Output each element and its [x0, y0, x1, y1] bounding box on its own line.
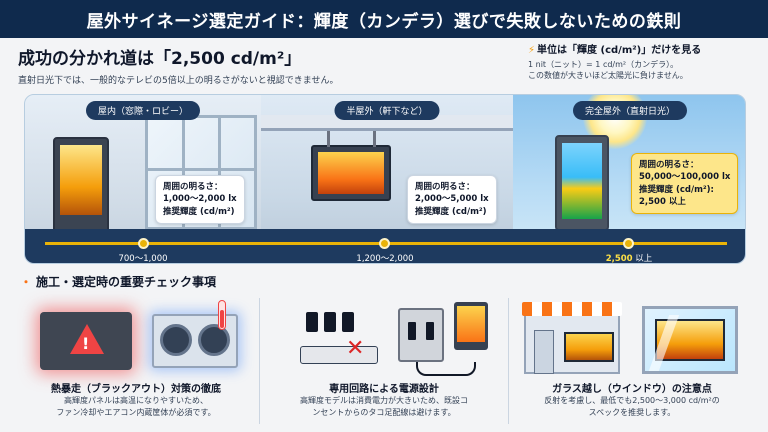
divider	[259, 298, 260, 424]
fan-icon	[198, 324, 230, 356]
checklist-heading: ・施工・選定時の重要チェック事項	[20, 275, 217, 289]
scale-marker-outdoor	[623, 238, 634, 249]
check-item-desc: 高輝度モデルは消費電力が大きいため、既設コ ンセントからのタコ足配線は避けます。	[300, 396, 468, 417]
brightness-scale: 700〜1,000 1,200〜2,000 2,500 以上	[25, 229, 745, 264]
unit-note-title: 単位は「輝度 (cd/m²)」だけを見る	[537, 45, 702, 56]
check-item-window: ガラス越し（ウインドウ）の注意点 反射を考慮し、最低でも2,500〜3,000 …	[514, 292, 750, 426]
page-title: 屋外サイネージ選定ガイド：輝度（カンデラ）選びで失敗しないための鉄則	[86, 11, 682, 32]
plug-icon	[306, 312, 318, 332]
intro-block: 成功の分かれ道は「2,500 cd/m²」 直射日光下では、一般的なテレビの5倍…	[18, 44, 498, 86]
thermometer-icon	[218, 300, 226, 330]
cooling-fan-illustration	[152, 314, 238, 368]
check-item-desc: 反射を考慮し、最低でも2,500〜3,000 cd/m²の スペックを推奨します…	[544, 396, 720, 417]
lightning-icon: ⚡	[528, 45, 536, 56]
outdoor-totem-illustration	[555, 135, 609, 239]
awning-icon	[522, 302, 622, 316]
check-item-title: 専用回路による電源設計	[329, 384, 439, 395]
plug-icon	[342, 312, 354, 332]
warning-triangle-icon	[70, 324, 104, 354]
unit-note-line2: この数値が大きいほど太陽光に負けません。	[528, 71, 688, 81]
check-item-title: 熱暴走（ブラックアウト）対策の徹底	[51, 384, 221, 395]
intro-headline: 成功の分かれ道は「2,500 cd/m²」	[18, 49, 302, 69]
canopy-illustration	[261, 115, 513, 131]
check-item-power: ✕ 専用回路による電源設計 高輝度モデルは消費電力が大きいため、既設コ ンセント…	[266, 292, 502, 426]
check-item-title: ガラス越し（ウインドウ）の注意点	[552, 384, 712, 395]
zone-info-indoor: 周囲の明るさ： 1,000〜2,000 lx 推奨輝度 (cd/m²)	[155, 175, 245, 224]
hanging-display-illustration	[311, 131, 391, 201]
intro-subtext: 直射日光下では、一般的なテレビの5倍以上の明るさがないと視認できません。	[18, 76, 339, 86]
scale-marker-indoor	[138, 238, 149, 249]
scale-marker-semi-outdoor	[379, 238, 390, 249]
unit-note-line1: 1 nit（ニット）= 1 cd/m²（カンデラ）。	[528, 59, 679, 69]
scale-label-outdoor: 2,500 以上	[605, 254, 653, 264]
scale-label-indoor: 700〜1,000	[118, 254, 168, 264]
cable-illustration	[416, 362, 476, 376]
power-strip-illustration	[300, 346, 378, 364]
fan-icon	[160, 324, 192, 356]
breaker-panel-illustration	[398, 308, 444, 362]
divider	[508, 298, 509, 424]
check-item-heat: ! 熱暴走（ブラックアウト）対策の徹底 高輝度パネルは高温になりやすいため、 フ…	[18, 292, 254, 426]
zone-indoor: 屋内（窓際・ロビー） 周囲の明るさ： 1,000〜2,000 lx 推奨輝度 (…	[25, 95, 261, 263]
indoor-kiosk-illustration	[51, 137, 111, 243]
plug-icon	[324, 312, 336, 332]
zone-label-outdoor: 完全屋外（直射日光）	[572, 101, 688, 120]
zone-info-outdoor: 周囲の明るさ： 50,000〜100,000 lx 推奨輝度 (cd/m²): …	[631, 153, 739, 215]
unit-note: ⚡単位は「輝度 (cd/m²)」だけを見る 1 nit（ニット）= 1 cd/m…	[528, 44, 760, 82]
check-item-desc: 高輝度パネルは高温になりやすいため、 ファン冷却やエアコン内蔵筐体が必須です。	[56, 396, 216, 417]
zone-label-indoor: 屋内（窓際・ロビー）	[85, 101, 201, 120]
environment-band: 屋内（窓際・ロビー） 周囲の明るさ： 1,000〜2,000 lx 推奨輝度 (…	[24, 94, 746, 264]
storefront-illustration	[522, 302, 622, 374]
window-display-illustration	[642, 306, 738, 374]
scale-label-semi-outdoor: 1,200〜2,000	[356, 254, 414, 264]
zone-label-semi-outdoor: 半屋外（軒下など）	[334, 101, 440, 120]
title-bar: 屋外サイネージ選定ガイド：輝度（カンデラ）選びで失敗しないための鉄則	[0, 0, 768, 38]
display-icon	[454, 302, 488, 350]
x-mark-icon: ✕	[346, 336, 365, 361]
overheating-panel-illustration: !	[40, 312, 132, 370]
zone-info-semi-outdoor: 周囲の明るさ： 2,000〜5,000 lx 推奨輝度 (cd/m²)	[407, 175, 497, 224]
